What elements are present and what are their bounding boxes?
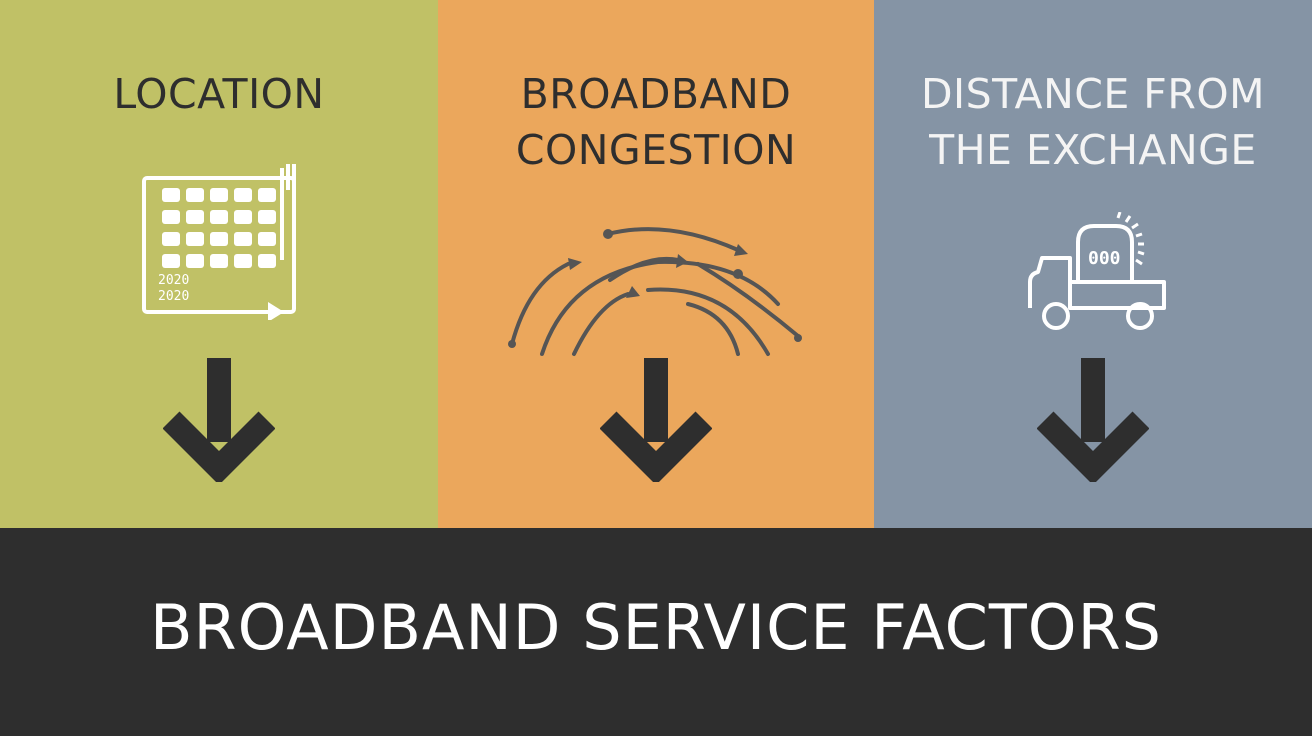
factor-panels: LOCATION 2020 2020 BROAD xyxy=(0,0,1312,528)
traffic-arcs-icon xyxy=(508,227,802,356)
down-arrow-icon xyxy=(163,358,275,482)
panel-title-location: LOCATION xyxy=(113,70,325,118)
panel-title-distance: DISTANCE FROM THE EXCHANGE xyxy=(920,70,1266,174)
calendar-icon: 2020 2020 xyxy=(142,164,296,320)
calendar-year-text: 2020 xyxy=(158,273,189,288)
svg-text:2020: 2020 xyxy=(158,289,189,304)
panel-title-congestion: BROADBAND CONGESTION xyxy=(515,70,797,174)
down-arrow-icon xyxy=(600,358,712,482)
panel-distance: DISTANCE FROM THE EXCHANGE 000 xyxy=(874,0,1312,528)
panel-location: LOCATION 2020 2020 xyxy=(0,0,438,528)
down-arrow-icon xyxy=(1037,358,1149,482)
footer-band xyxy=(0,528,1312,736)
svg-text:000: 000 xyxy=(1088,248,1121,269)
footer-title: BROADBAND SERVICE FACTORS xyxy=(149,591,1163,664)
truck-icon: 000 xyxy=(1028,212,1166,330)
panel-congestion: BROADBAND CONGESTION xyxy=(438,0,874,528)
